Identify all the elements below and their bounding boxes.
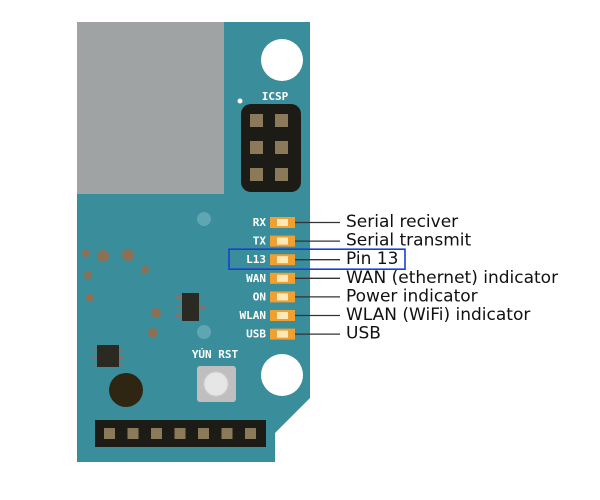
bottom-header-pin (198, 428, 209, 439)
chip-lead (93, 363, 97, 366)
led-label: WLAN (240, 309, 267, 322)
solder-pad (148, 328, 158, 338)
icsp-label: ICSP (262, 90, 289, 103)
chip-lead (119, 363, 123, 366)
led-description: Serial reciver (346, 212, 458, 232)
icsp-pin (250, 168, 263, 181)
led-label: RX (253, 216, 267, 229)
icsp-pin (250, 141, 263, 154)
bottom-header-pin (151, 428, 162, 439)
led-label: USB (246, 328, 266, 341)
solder-pad (122, 249, 134, 261)
led-lens (277, 330, 288, 338)
transistor-lead (176, 305, 182, 308)
led-row-l13: L13 Pin 13 (228, 248, 406, 270)
led-label: WAN (246, 272, 266, 285)
reset-button-cap (203, 371, 229, 397)
bottom-header-pin (245, 428, 256, 439)
led-label: L13 (246, 253, 266, 266)
led-lens (277, 219, 288, 226)
solder-pad (84, 271, 92, 279)
solder-pad (82, 249, 90, 257)
led-row-wan: WAN WAN (ethernet) indicator (246, 268, 558, 288)
icsp-pin (250, 114, 263, 127)
icsp-pin (275, 114, 288, 127)
led-label: ON (253, 290, 266, 303)
led-lens (277, 293, 288, 301)
transistor-lead (199, 305, 205, 309)
transistor (182, 293, 199, 321)
capacitor (109, 373, 143, 407)
transistor-lead (176, 314, 182, 317)
mounting-hole-top (261, 39, 303, 81)
led-row-tx: TX Serial transmit (253, 231, 472, 251)
solder-pad (86, 294, 94, 302)
led-lens (277, 237, 288, 245)
bottom-header-pin (221, 428, 233, 439)
led-description: WLAN (WiFi) indicator (346, 305, 530, 325)
wifi-module (77, 22, 224, 194)
led-description: Power indicator (346, 286, 478, 306)
bottom-header-pin (127, 428, 139, 439)
small-chip (97, 345, 119, 367)
chip-lead (93, 356, 97, 359)
icsp-pin (275, 141, 288, 154)
led-lens (277, 274, 288, 282)
button-labels: YÚN RST (192, 348, 239, 361)
led-row-on: ON Power indicator (253, 286, 478, 306)
chip-lead (119, 349, 123, 352)
led-row-usb: USB USB (246, 324, 381, 344)
transistor-lead (176, 296, 182, 299)
solder-pad (197, 325, 211, 339)
highlight-box (228, 248, 406, 270)
led-description: Serial transmit (346, 231, 471, 251)
led-lens (277, 312, 288, 319)
chip-lead (119, 356, 123, 359)
led-description: WAN (ethernet) indicator (346, 268, 558, 288)
chip-lead (93, 349, 97, 352)
bottom-header-pin (104, 428, 115, 439)
icsp-dot (237, 98, 243, 104)
solder-pad (197, 212, 211, 226)
icsp-header (241, 104, 301, 192)
icsp-pin (275, 168, 288, 181)
led-row-wlan: WLAN WLAN (WiFi) indicator (240, 305, 531, 325)
solder-pad (151, 308, 161, 318)
led-lens (277, 256, 288, 264)
led-label: TX (253, 235, 267, 248)
mounting-hole-bottom (261, 354, 303, 396)
small-components (82, 212, 211, 407)
led-description: Pin 13 (346, 249, 398, 269)
led-description: USB (346, 324, 381, 344)
solder-pad (141, 266, 149, 274)
bottom-header-pin (174, 428, 186, 439)
bottom-pin-header (95, 420, 266, 447)
led-row-rx: RX Serial reciver (253, 212, 458, 232)
solder-pad (97, 250, 109, 262)
